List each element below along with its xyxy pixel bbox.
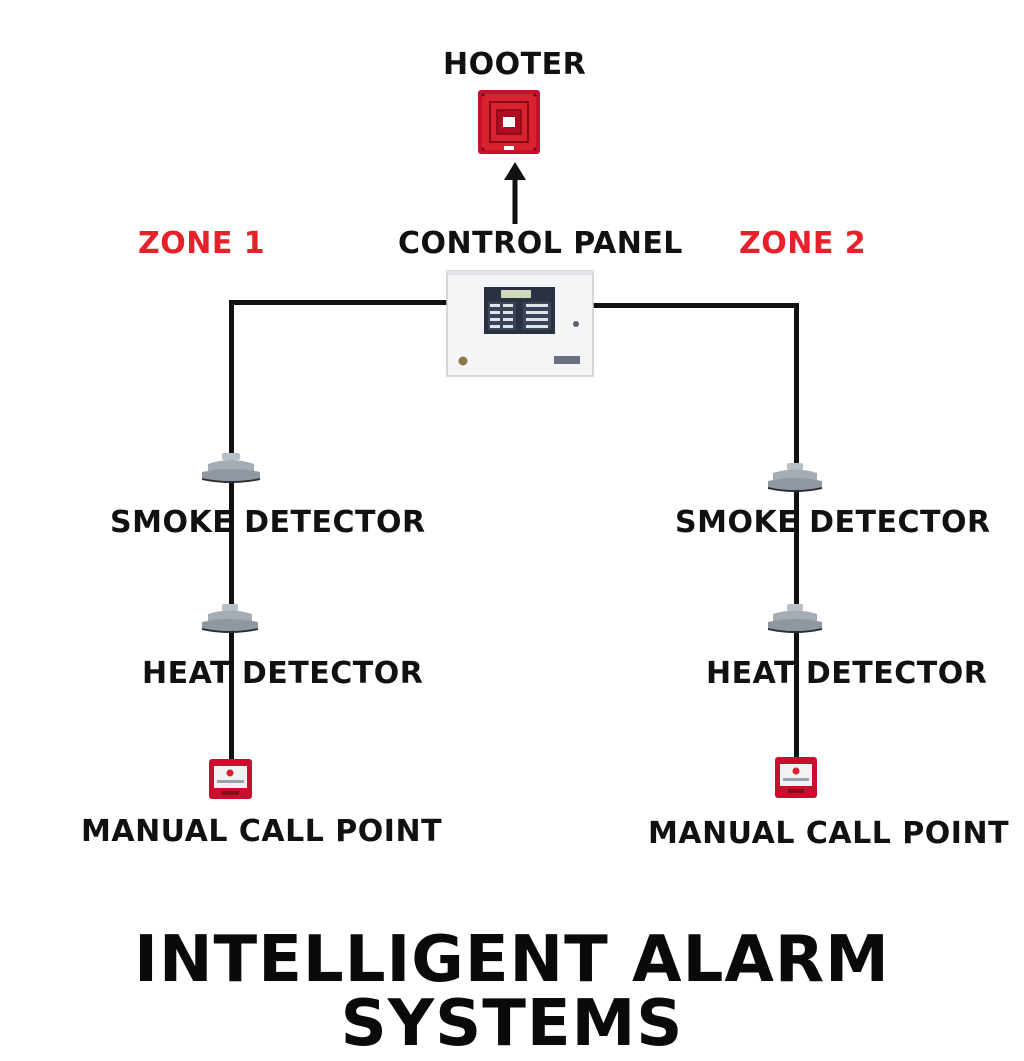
zone-2-smoke-detector-icon <box>766 462 824 495</box>
control-panel-label: CONTROL PANEL <box>398 229 683 259</box>
zone-1-heat-detector-icon <box>200 603 260 636</box>
zone-2-heat-detector-icon <box>766 603 824 636</box>
zone-1-manual-call-point-label: MANUAL CALL POINT <box>81 817 442 847</box>
control-panel-device-icon <box>446 268 594 378</box>
wire-zone1-horizontal <box>230 300 450 305</box>
zone-1-heat-detector-label: HEAT DETECTOR <box>142 659 423 689</box>
arrow-to-hooter-icon <box>502 160 528 226</box>
wire-zone2-horizontal <box>590 303 798 308</box>
zone-1-label: ZONE 1 <box>138 229 265 259</box>
hooter-label: HOOTER <box>443 50 586 80</box>
zone-1-smoke-detector-icon <box>200 452 262 486</box>
zone-1-manual-call-point-icon <box>208 758 253 800</box>
hooter-device-icon <box>477 89 541 155</box>
zone-1-smoke-detector-label: SMOKE DETECTOR <box>110 508 426 538</box>
page-title: INTELLIGENT ALARM SYSTEMS <box>0 928 1024 1056</box>
zone-2-heat-detector-label: HEAT DETECTOR <box>706 659 987 689</box>
zone-2-label: ZONE 2 <box>739 229 866 259</box>
zone-2-manual-call-point-label: MANUAL CALL POINT <box>648 819 1009 849</box>
zone-2-smoke-detector-label: SMOKE DETECTOR <box>675 508 991 538</box>
zone-2-manual-call-point-icon <box>774 756 818 799</box>
